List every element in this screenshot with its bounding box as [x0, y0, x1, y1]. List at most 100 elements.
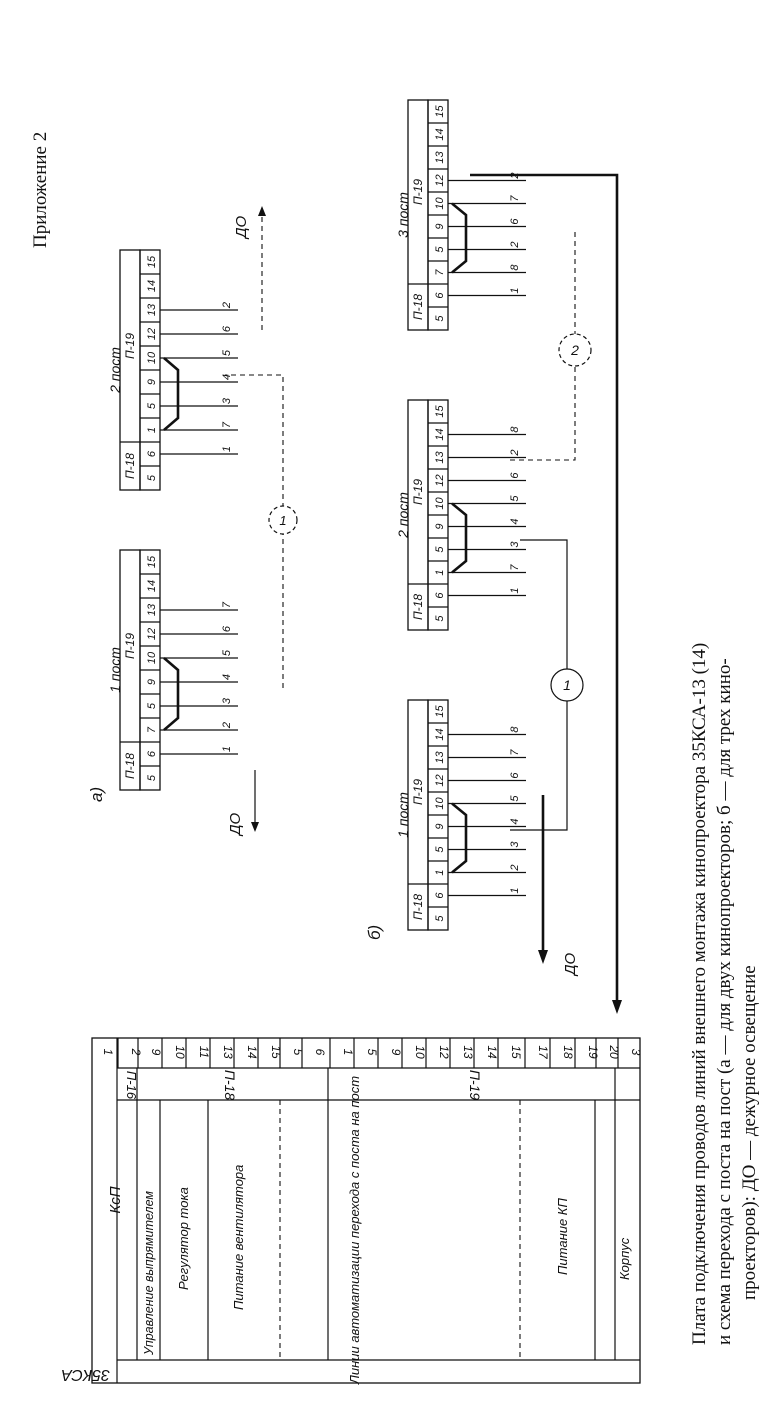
scheme-a-marker: а)	[87, 787, 106, 802]
pin-number: 5	[146, 702, 158, 709]
wire-label: 7	[509, 564, 521, 571]
board-func-kp: Питание КП	[555, 1198, 570, 1275]
pin-number: 14	[434, 428, 446, 440]
wire-label: 2	[221, 722, 233, 729]
pin-number: 14	[146, 580, 158, 592]
pin-number: 5	[146, 474, 158, 481]
pin-number: 15	[146, 255, 158, 268]
board-terminal-number: 1	[341, 1049, 355, 1056]
pin-number: 1	[146, 427, 158, 433]
board-terminal-number: 12	[437, 1045, 451, 1059]
scheme-b-circle-2: 2	[570, 342, 579, 358]
wire-label: 1	[221, 446, 233, 452]
scheme-b-circle-1: 1	[563, 677, 571, 693]
wire-label: 4	[221, 674, 233, 680]
board-group-p19: П-19	[467, 1070, 483, 1101]
wire-label: 3	[221, 697, 233, 704]
pin-number: 12	[434, 474, 446, 486]
wire-label: 4	[509, 518, 521, 524]
scheme-a: а) 1 постП-18П-195675910121314151234567 …	[87, 206, 298, 837]
board-terminal-number: 5	[365, 1049, 379, 1056]
board-title: 35КСА	[61, 1366, 110, 1383]
pin-number: 7	[146, 726, 158, 733]
wire-label: 1	[221, 746, 233, 752]
pin-number: 10	[434, 497, 446, 510]
wire-label: 6	[221, 625, 233, 632]
wire-label: 4	[221, 374, 233, 380]
pin-number: 15	[146, 555, 158, 568]
board-func-fan: Питание вентилятора	[231, 1165, 246, 1310]
pin-number: 12	[434, 174, 446, 186]
connector-right-label: П-19	[123, 333, 137, 359]
board-terminal-number: 1	[101, 1049, 115, 1056]
figure-caption: Плата подключения проводов линий внешнег…	[689, 643, 760, 1345]
wire-label: 6	[509, 472, 521, 479]
board-func-automation: Линии автоматизации перехода с поста на …	[347, 1076, 362, 1385]
connector-right-label: П-19	[411, 179, 425, 205]
board-terminal-number: 3	[629, 1049, 643, 1056]
board-terminal-number: 9	[389, 1049, 403, 1056]
pin-number: 5	[434, 546, 446, 553]
pin-number: 14	[434, 728, 446, 740]
scheme-a-circle-label: 1	[279, 513, 286, 528]
post-title: 2 пост	[107, 347, 123, 394]
appendix-label: Приложение 2	[30, 132, 51, 248]
board-func-rectifier: Управление выпрямителем	[142, 1191, 156, 1356]
pin-number: 14	[434, 128, 446, 140]
wire-label: 3	[509, 841, 521, 848]
pin-number: 15	[434, 405, 446, 418]
board-terminal-number: 13	[461, 1045, 475, 1059]
wire-label: 2	[509, 864, 521, 871]
wire-label: 8	[509, 426, 521, 433]
board-terminal-number: 20	[607, 1044, 621, 1059]
wire-label: 7	[509, 749, 521, 756]
board-terminal-number: 19	[586, 1045, 600, 1059]
wire-label: 5	[221, 349, 233, 356]
wire-label: 1	[509, 887, 521, 893]
connector-right-label: П-19	[411, 479, 425, 505]
pin-number: 10	[146, 351, 158, 364]
scheme-b-marker: б)	[365, 925, 384, 940]
pin-number: 9	[146, 379, 158, 385]
pin-number: 6	[434, 292, 446, 299]
board-terminal-number: 15	[269, 1045, 283, 1059]
pin-number: 7	[434, 269, 446, 276]
pin-number: 12	[146, 628, 158, 640]
board-terminal-number: 14	[485, 1045, 499, 1059]
pin-number: 6	[146, 750, 158, 757]
pin-number: 13	[434, 451, 446, 464]
pin-number: 12	[434, 774, 446, 786]
pin-number: 9	[434, 223, 446, 229]
pin-number: 5	[434, 246, 446, 253]
pin-number: 12	[146, 328, 158, 340]
connector-right-label: П-19	[411, 779, 425, 805]
caption-line-1: Плата подключения проводов линий внешнег…	[689, 643, 710, 1345]
wire-label: 6	[509, 218, 521, 225]
wire-label: 1	[509, 287, 521, 293]
pin-number: 5	[434, 615, 446, 622]
pin-number: 13	[146, 603, 158, 616]
pin-number: 13	[146, 303, 158, 316]
wire-label: 6	[221, 325, 233, 332]
wire-label: 7	[221, 421, 233, 428]
scheme-b-do-left: ДО	[562, 952, 579, 977]
wire-label: 7	[221, 601, 233, 608]
board-func-body: Корпус	[617, 1237, 632, 1280]
caption-line-3: проекторов): ДО — дежурное освещение	[739, 965, 760, 1300]
board-terminal-number: 15	[509, 1045, 523, 1059]
wire-label: 8	[509, 726, 521, 733]
pin-number: 5	[434, 915, 446, 922]
pin-number: 5	[146, 774, 158, 781]
post-title: 3 пост	[395, 192, 411, 238]
pin-number: 10	[146, 651, 158, 664]
wire-label: 2	[221, 302, 233, 309]
wire-label: 5	[509, 795, 521, 802]
board-terminal-number: 14	[245, 1045, 259, 1059]
caption-line-2: и схема перехода с поста на пост (а — дл…	[714, 658, 735, 1345]
post-title: 2 пост	[395, 492, 411, 539]
connector-left-label: П-18	[411, 894, 425, 920]
board-terminal-number: 9	[149, 1049, 163, 1056]
